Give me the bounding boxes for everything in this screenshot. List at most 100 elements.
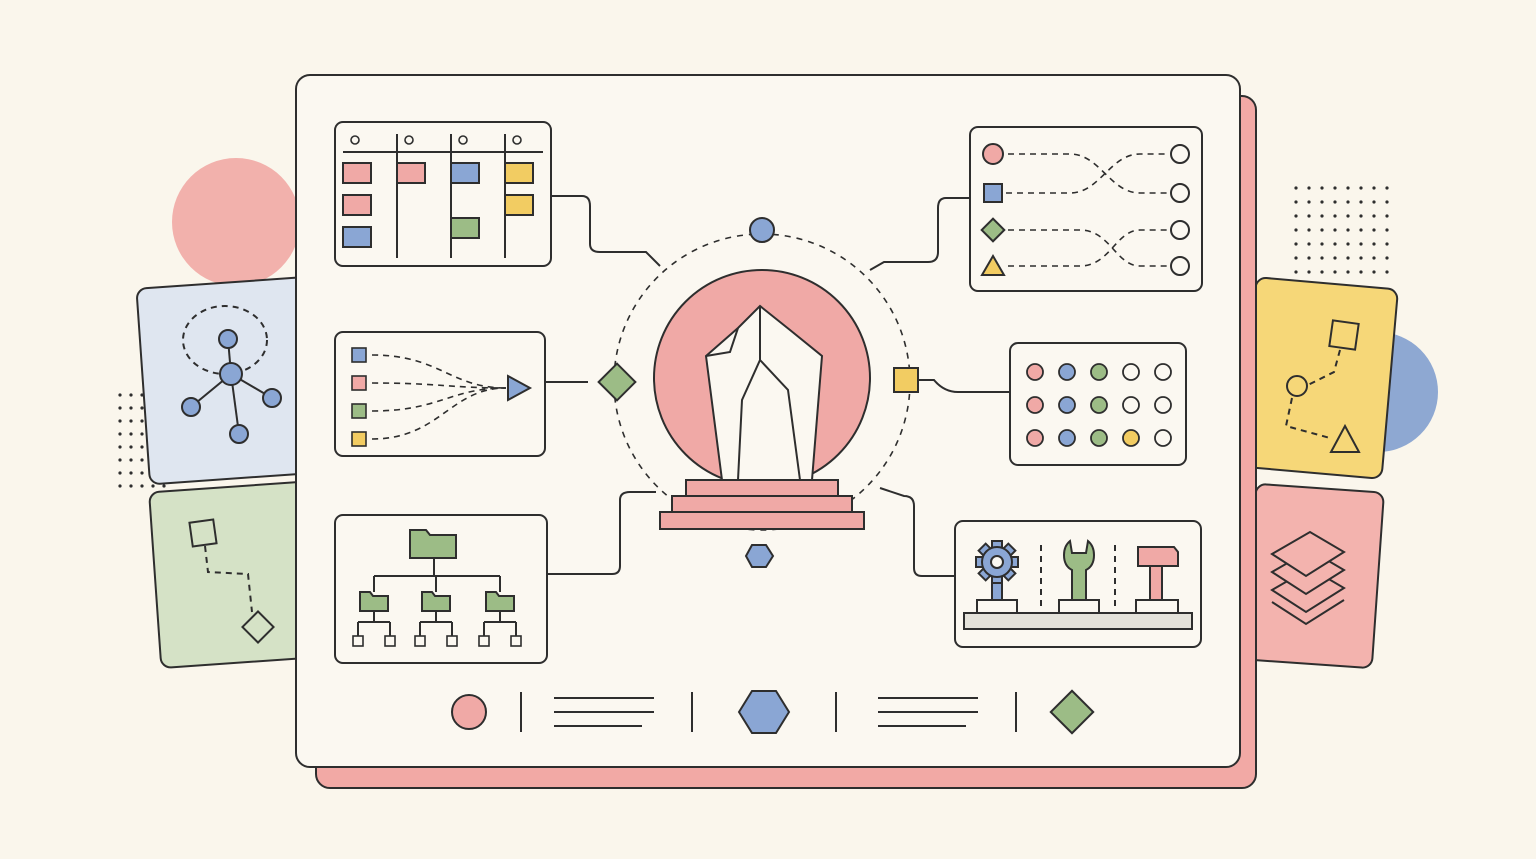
pattern-dot bbox=[118, 432, 122, 436]
shape-path-card bbox=[1239, 277, 1399, 479]
network-graph-icon bbox=[181, 305, 282, 444]
kanban-column-dot bbox=[458, 135, 468, 145]
circle-shape-icon bbox=[982, 143, 1004, 165]
orbit-square-node bbox=[893, 367, 919, 393]
pattern-dot bbox=[1294, 200, 1298, 204]
pattern-dot bbox=[1333, 270, 1337, 274]
pattern-dot bbox=[1372, 256, 1376, 260]
grid-dot bbox=[1058, 363, 1076, 381]
file-leaf-icon bbox=[414, 635, 426, 647]
pattern-dot bbox=[140, 484, 144, 488]
kanban-column-dot bbox=[350, 135, 360, 145]
connectors bbox=[546, 195, 1010, 577]
target-circle bbox=[1170, 256, 1190, 276]
shape-matching-icon bbox=[980, 143, 1190, 276]
target-circle bbox=[1170, 183, 1190, 203]
pattern-dot bbox=[1346, 186, 1350, 190]
kanban-task-card bbox=[504, 194, 534, 216]
pattern-dot bbox=[1333, 214, 1337, 218]
matching-card bbox=[969, 126, 1203, 292]
kanban-card bbox=[334, 121, 552, 267]
funnel-flow-line bbox=[371, 387, 507, 440]
file-leaf-icon bbox=[510, 635, 522, 647]
kanban-board-icon bbox=[342, 134, 543, 258]
wrench-icon bbox=[1058, 539, 1100, 614]
pattern-dot bbox=[1372, 200, 1376, 204]
pattern-dot bbox=[1359, 200, 1363, 204]
kanban-task-card bbox=[396, 162, 426, 184]
pink-blob bbox=[172, 158, 300, 286]
pattern-dot bbox=[1385, 186, 1389, 190]
hammer-icon bbox=[1135, 546, 1179, 614]
pattern-dot bbox=[1346, 242, 1350, 246]
grid-dot bbox=[1122, 396, 1140, 414]
target-circle bbox=[1170, 220, 1190, 240]
pattern-dot bbox=[1372, 242, 1376, 246]
match-line bbox=[1008, 229, 1168, 267]
funnel-flow-line bbox=[371, 382, 507, 389]
pattern-dot bbox=[118, 458, 122, 462]
funnel-flow-line bbox=[371, 354, 507, 389]
pattern-dot bbox=[1307, 214, 1311, 218]
sub-folder-icon bbox=[485, 591, 515, 612]
pattern-dot bbox=[140, 471, 144, 475]
layers-card bbox=[1243, 483, 1385, 669]
funnel-arrow bbox=[507, 374, 533, 402]
dot-pattern-left bbox=[118, 393, 166, 488]
pattern-dot bbox=[1359, 228, 1363, 232]
pattern-dot bbox=[162, 484, 166, 488]
grid-dot bbox=[1154, 396, 1172, 414]
pattern-dot bbox=[1385, 228, 1389, 232]
pattern-dot bbox=[129, 419, 133, 423]
pattern-dot bbox=[1307, 242, 1311, 246]
pattern-dot bbox=[1346, 200, 1350, 204]
match-line bbox=[1006, 153, 1168, 194]
orbit-diamond-node bbox=[597, 362, 637, 402]
funnel-input-square bbox=[351, 375, 367, 391]
grid-dot bbox=[1026, 429, 1044, 447]
shape-path-icon bbox=[1284, 319, 1361, 453]
pattern-dot bbox=[1333, 242, 1337, 246]
grid-dot bbox=[1090, 429, 1108, 447]
pattern-dot bbox=[1294, 270, 1298, 274]
pattern-dot bbox=[1385, 270, 1389, 274]
pattern-dot bbox=[140, 406, 144, 410]
folder-tree-icon bbox=[352, 529, 522, 647]
kanban-column-dot bbox=[404, 135, 414, 145]
pattern-dot bbox=[1307, 256, 1311, 260]
crystal-on-pedestal-icon bbox=[653, 269, 871, 530]
pattern-dot bbox=[140, 445, 144, 449]
legend-circle-icon bbox=[451, 694, 487, 730]
pattern-dot bbox=[1359, 256, 1363, 260]
pattern-dot bbox=[129, 432, 133, 436]
tools-icon bbox=[963, 539, 1193, 630]
pattern-dot bbox=[1372, 186, 1376, 190]
pattern-dot bbox=[1320, 270, 1324, 274]
triangle-shape-icon bbox=[980, 254, 1006, 276]
dot-grid-icon bbox=[1026, 363, 1172, 447]
diamond-shape-icon bbox=[980, 217, 1006, 243]
pattern-dot bbox=[1359, 270, 1363, 274]
grid-dot bbox=[1090, 396, 1108, 414]
pattern-dot bbox=[129, 484, 133, 488]
layers-icon bbox=[1270, 530, 1346, 626]
grid-dot bbox=[1058, 429, 1076, 447]
kanban-column-dot bbox=[512, 135, 522, 145]
pattern-dot bbox=[1385, 200, 1389, 204]
orbit-circle-node bbox=[749, 217, 775, 243]
kanban-task-card bbox=[504, 162, 534, 184]
grid-dot bbox=[1122, 429, 1140, 447]
kanban-task-card bbox=[342, 226, 372, 248]
kanban-task-card bbox=[450, 217, 480, 239]
pattern-dot bbox=[1294, 214, 1298, 218]
pattern-dot bbox=[1320, 242, 1324, 246]
bottom-legend bbox=[451, 689, 1095, 735]
pattern-dot bbox=[1346, 228, 1350, 232]
pattern-dot bbox=[140, 432, 144, 436]
grid-dot bbox=[1058, 396, 1076, 414]
target-circle bbox=[1170, 144, 1190, 164]
pattern-dot bbox=[1320, 214, 1324, 218]
pattern-dot bbox=[129, 445, 133, 449]
